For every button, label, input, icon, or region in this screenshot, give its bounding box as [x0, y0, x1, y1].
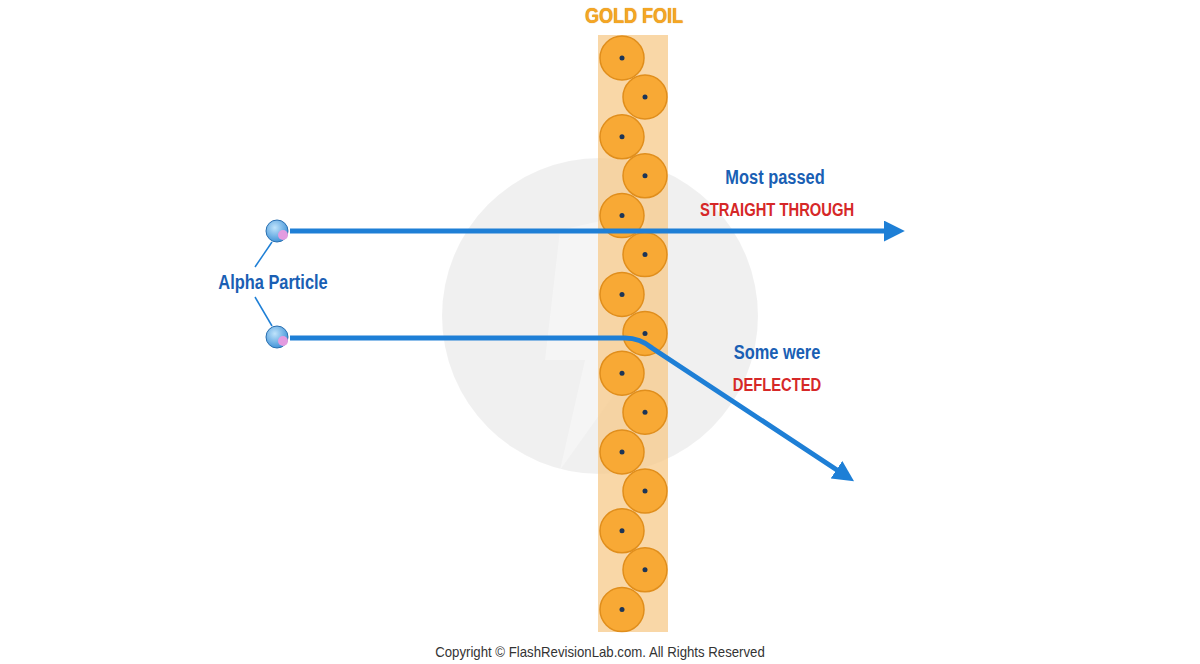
- nucleus-dot: [643, 331, 648, 336]
- nucleus-dot: [620, 528, 625, 533]
- nucleus-dot: [620, 450, 625, 455]
- straight-arrow: [290, 229, 888, 234]
- alpha-particle: [266, 220, 288, 242]
- gold-atom: [600, 272, 644, 316]
- nucleus-dot: [643, 173, 648, 178]
- nucleus-dot: [643, 252, 648, 257]
- nucleus-dot: [620, 371, 625, 376]
- gold-atom: [600, 509, 644, 553]
- nucleus-dot: [620, 134, 625, 139]
- leader-line: [255, 297, 272, 326]
- gold-atom: [623, 390, 667, 434]
- foil-title: GOLD FOIL: [585, 4, 683, 28]
- nucleus-dot: [620, 56, 625, 61]
- alpha-particle: [266, 326, 288, 348]
- gold-atom: [600, 115, 644, 159]
- nucleus-dot: [620, 292, 625, 297]
- gold-atom: [623, 75, 667, 119]
- gold-foil: [598, 35, 668, 632]
- leader-line: [255, 242, 272, 267]
- gold-atom: [623, 233, 667, 277]
- result-label: Some were: [734, 341, 821, 363]
- gold-atom: [623, 154, 667, 198]
- result-label: DEFLECTED: [733, 376, 822, 396]
- nucleus-dot: [620, 213, 625, 218]
- gold-atoms: [600, 36, 667, 632]
- gold-atom: [600, 588, 644, 632]
- gold-atom: [623, 469, 667, 513]
- copyright-note: Copyright © FlashRevisionLab.com. All Ri…: [435, 644, 765, 661]
- nucleus-dot: [643, 95, 648, 100]
- nucleus-dot: [643, 410, 648, 415]
- deflected-arrow: [290, 338, 840, 472]
- gold-atom: [623, 548, 667, 592]
- gold-atom: [600, 36, 644, 80]
- nucleus-dot: [643, 489, 648, 494]
- gold-atom: [623, 311, 667, 355]
- result-label: Most passed: [725, 166, 824, 188]
- result-label: STRAIGHT THROUGH: [700, 201, 854, 221]
- gold-atom: [600, 430, 644, 474]
- nucleus-dot: [643, 567, 648, 572]
- nucleus-dot: [620, 607, 625, 612]
- gold-atom: [600, 351, 644, 395]
- particle-label: Alpha Particle: [218, 271, 327, 293]
